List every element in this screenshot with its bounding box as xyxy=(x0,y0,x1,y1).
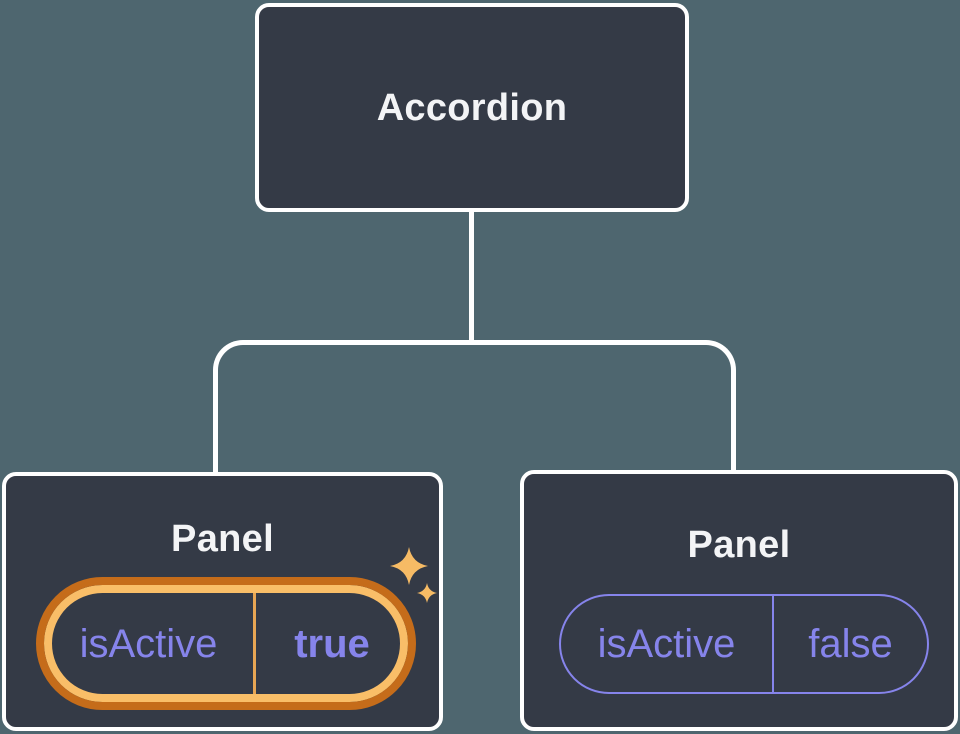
connector-branch xyxy=(213,340,736,472)
accordion-node: Accordion xyxy=(255,3,689,212)
sparkles-icon xyxy=(390,547,437,603)
connector-stem xyxy=(469,210,474,342)
state-value: false xyxy=(808,622,893,666)
accordion-node-label: Accordion xyxy=(376,86,568,129)
state-pill-inactive: isActive false xyxy=(559,594,929,694)
state-pill-active: isActive true xyxy=(36,577,416,710)
state-name: isActive xyxy=(597,622,736,666)
sparkle-icon-small xyxy=(417,583,437,603)
panel-node-inactive: Panel isActive false xyxy=(520,470,958,731)
sparkle-icon-large xyxy=(390,547,428,585)
state-value: true xyxy=(294,621,370,666)
pill-divider xyxy=(253,593,256,694)
state-name: isActive xyxy=(79,621,218,666)
pill-divider xyxy=(772,596,774,692)
panel-node-label: Panel xyxy=(171,518,274,560)
panel-node-active: Panel isActive true xyxy=(2,472,443,731)
panel-node-label: Panel xyxy=(687,524,791,566)
